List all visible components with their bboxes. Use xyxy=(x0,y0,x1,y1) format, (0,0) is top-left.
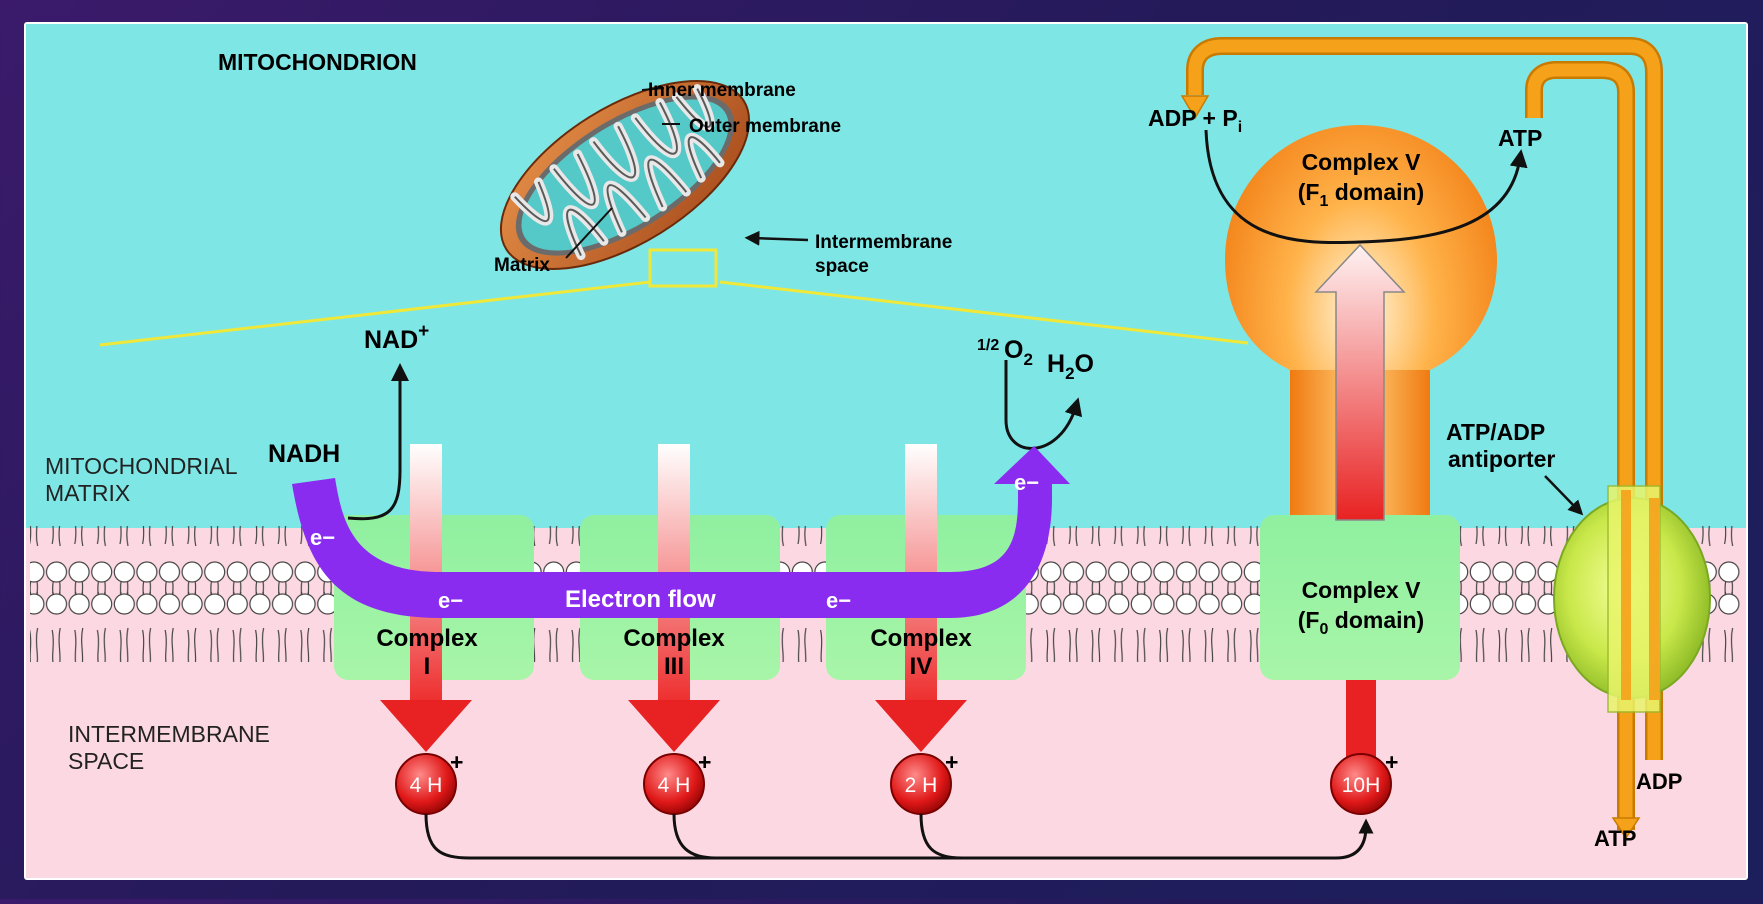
proton-4h-1-label: 4 H xyxy=(410,774,443,797)
zoom-lines xyxy=(99,280,1249,347)
proton-4h-2-label: 4 H xyxy=(658,774,691,797)
mitochondrial-matrix-label-1: MITOCHONDRIAL xyxy=(45,453,238,479)
matrix-small-label: Matrix xyxy=(494,255,550,276)
complex-v-f1-label-2: (F1 domain) xyxy=(1298,179,1424,210)
electron-flow-arrow xyxy=(292,446,1070,618)
intermembrane-label-2: space xyxy=(815,256,869,277)
proton-plus-4: + xyxy=(1385,749,1398,775)
complex-v-f1-label-1: Complex V xyxy=(1302,149,1422,175)
atp-label: ATP xyxy=(1498,125,1542,151)
proton-return-path xyxy=(424,813,1374,860)
nad-label: NAD+ xyxy=(364,321,429,354)
electron-label-2: e− xyxy=(438,588,463,613)
proton-10h-label: 10H xyxy=(1342,774,1381,797)
complex-iv-label: Complex xyxy=(870,625,972,652)
inner-membrane-label: Inner membrane xyxy=(648,80,796,101)
outer-membrane-label: Outer membrane xyxy=(689,116,841,137)
complex-iv-numeral: IV xyxy=(910,653,933,680)
complex-i-numeral: I xyxy=(424,653,431,680)
antiporter-label-1: ATP/ADP xyxy=(1446,419,1545,445)
proton-plus-3: + xyxy=(945,749,958,775)
mitochondrion-title: MITOCHONDRION xyxy=(218,49,417,75)
nadh-to-nad-arrow xyxy=(347,363,409,521)
intermembrane-space-label-2: SPACE xyxy=(68,748,144,774)
proton-2h-label: 2 H xyxy=(905,774,938,797)
o2-label: O2 xyxy=(1004,336,1033,369)
adp-out-label: ADP xyxy=(1636,769,1682,794)
complex-v-f0-label-2: (F0 domain) xyxy=(1298,607,1424,638)
mitochondrion-illustration xyxy=(499,80,809,288)
intermembrane-space-label-1: INTERMEMBRANE xyxy=(68,721,270,747)
h2o-label: H2O xyxy=(1047,350,1094,383)
atp-synthesis-arrow xyxy=(1204,129,1528,245)
proton-plus-2: + xyxy=(698,749,711,775)
complex-v xyxy=(1225,125,1497,760)
proton-10h-complex-v xyxy=(1330,753,1392,815)
complex-v-f0-label-1: Complex V xyxy=(1302,577,1422,603)
atp-adp-pipes xyxy=(1180,37,1663,840)
electron-label-4: e− xyxy=(1014,470,1039,495)
complex-v-f0-domain xyxy=(1260,515,1460,680)
intermembrane-label-1: Intermembrane xyxy=(815,232,952,253)
half-label: 1/2 xyxy=(977,337,999,354)
nadh-label: NADH xyxy=(268,440,340,468)
atp-adp-antiporter xyxy=(1544,475,1711,713)
adp-pi-label: ADP + Pi xyxy=(1148,105,1242,136)
antiporter-label-2: antiporter xyxy=(1448,446,1555,472)
electron-label-3: e− xyxy=(826,588,851,613)
proton-circles xyxy=(395,753,1392,815)
electron-flow-label: Electron flow xyxy=(565,586,716,613)
zoom-box xyxy=(648,248,718,288)
mitochondrial-matrix-label-2: MATRIX xyxy=(45,480,130,506)
atp-out-label: ATP xyxy=(1594,826,1636,851)
proton-plus-1: + xyxy=(450,749,463,775)
electron-label-1: e− xyxy=(310,525,335,550)
complex-iii-label: Complex xyxy=(623,625,725,652)
complex-i-label: Complex xyxy=(376,625,478,652)
labels: MITOCHONDRION Inner membrane Outer membr… xyxy=(45,49,1682,851)
complex-iii-numeral: III xyxy=(664,653,684,680)
